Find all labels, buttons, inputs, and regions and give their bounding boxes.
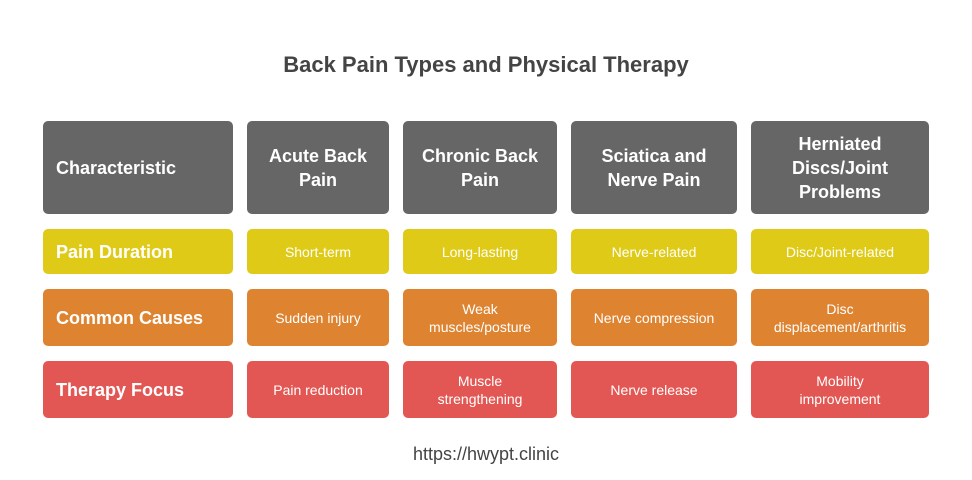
table-cell: Long-lasting (403, 229, 557, 274)
table-cell: Nerve release (571, 361, 737, 418)
table-cell: Short-term (247, 229, 389, 274)
header-chronic: Chronic Back Pain (403, 121, 557, 214)
footer-url: https://hwypt.clinic (412, 444, 560, 464)
header-sciatica: Sciatica and Nerve Pain (571, 121, 737, 214)
row-label-pain-duration: Pain Duration (43, 229, 233, 274)
table-cell: Pain reduction (247, 361, 389, 418)
table-cell: Muscle strengthening (403, 361, 557, 418)
header-characteristic: Characteristic (43, 121, 233, 214)
table-cell: Nerve compression (571, 289, 737, 346)
comparison-table: Characteristic Acute Back Pain Chronic B… (43, 121, 929, 418)
header-acute: Acute Back Pain (247, 121, 389, 214)
row-label-common-causes: Common Causes (43, 289, 233, 346)
page-title: Back Pain Types and Physical Therapy (283, 52, 689, 77)
table-cell: Sudden injury (247, 289, 389, 346)
table-cell: Disc/Joint-related (751, 229, 929, 274)
table-cell: Disc displacement/arthritis (751, 289, 929, 346)
table-cell: Weak muscles/posture (403, 289, 557, 346)
table-cell: Nerve-related (571, 229, 737, 274)
table-cell: Mobility improvement (751, 361, 929, 418)
row-label-therapy-focus: Therapy Focus (43, 361, 233, 418)
header-herniated: Herniated Discs/Joint Problems (751, 121, 929, 214)
